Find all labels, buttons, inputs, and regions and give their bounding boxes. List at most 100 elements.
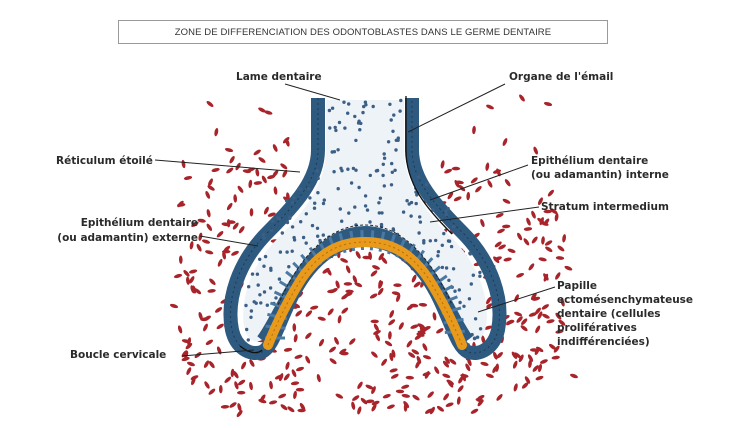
mesenchyme-cell — [429, 406, 435, 415]
mesenchyme-cell — [208, 361, 215, 369]
reticulum-cell — [308, 196, 312, 200]
mesenchyme-cell — [237, 185, 244, 193]
reticulum-cell — [336, 187, 340, 191]
mesenchyme-cell — [545, 246, 553, 253]
reticulum-cell — [322, 198, 326, 202]
label-papille-4: prolifératives — [557, 322, 637, 334]
mesenchyme-cell — [371, 351, 378, 358]
mesenchyme-cell — [280, 404, 288, 411]
mesenchyme-cell — [447, 192, 454, 200]
reticulum-cell — [440, 265, 445, 270]
mesenchyme-cell — [539, 359, 548, 364]
mesenchyme-cell — [495, 213, 504, 218]
enamel-organ — [223, 96, 507, 360]
mesenchyme-cell — [370, 270, 378, 277]
mesenchyme-cell — [293, 390, 297, 400]
mesenchyme-cell — [216, 231, 224, 238]
reticulum-cell — [354, 223, 358, 227]
mesenchyme-cell — [472, 125, 476, 135]
mesenchyme-cell — [233, 194, 238, 203]
mesenchyme-cell — [377, 287, 384, 296]
mesenchyme-cell — [335, 393, 344, 399]
mesenchyme-cell — [238, 226, 245, 234]
mesenchyme-cell — [422, 343, 428, 351]
reticulum-cell — [467, 297, 472, 301]
reticulum-cell — [347, 211, 351, 215]
mesenchyme-cell — [541, 236, 545, 245]
reticulum-cell — [261, 232, 266, 237]
mesenchyme-cell — [230, 368, 235, 378]
label-boucle-cervicale: Boucle cervicale — [70, 349, 167, 361]
mesenchyme-cell — [524, 376, 531, 384]
reticulum-cell — [262, 290, 267, 294]
mesenchyme-cell — [521, 382, 529, 389]
reticulum-cell — [268, 286, 273, 290]
mesenchyme-cell — [406, 340, 413, 348]
reticulum-cell — [285, 250, 289, 254]
mesenchyme-cell — [229, 402, 237, 408]
reticulum-cell — [416, 175, 420, 179]
reticulum-cell — [478, 270, 482, 275]
reticulum-cell — [371, 104, 375, 109]
mesenchyme-cell — [293, 334, 298, 343]
reticulum-cell — [405, 199, 409, 203]
mesenchyme-cell — [480, 219, 485, 227]
reticulum-cell — [407, 202, 411, 206]
mesenchyme-cell — [405, 375, 414, 380]
mesenchyme-cell — [535, 375, 544, 381]
mesenchyme-cell — [512, 360, 518, 369]
reticulum-cell — [338, 207, 342, 211]
mesenchyme-cell — [334, 337, 339, 345]
reticulum-cell — [262, 264, 266, 268]
reticulum-cell — [292, 196, 296, 200]
mesenchyme-cell — [381, 256, 388, 264]
reticulum-cell — [301, 235, 306, 240]
mesenchyme-cell — [401, 384, 410, 389]
mesenchyme-cell — [261, 175, 267, 184]
reticulum-cell — [379, 222, 384, 227]
mesenchyme-cell — [467, 358, 472, 366]
reticulum-cell — [244, 303, 248, 308]
reticulum-cell — [280, 231, 284, 235]
mesenchyme-cell — [285, 361, 290, 370]
mesenchyme-cell — [480, 361, 489, 366]
mesenchyme-cell — [253, 149, 261, 156]
mesenchyme-cell — [378, 252, 385, 261]
mesenchyme-cell — [533, 146, 538, 155]
mesenchyme-cell — [551, 355, 560, 360]
reticulum-cell — [337, 120, 342, 125]
reticulum-cell — [336, 148, 340, 152]
mesenchyme-cell — [485, 303, 493, 309]
reticulum-cell — [396, 136, 400, 140]
mesenchyme-cell — [291, 369, 297, 378]
reticulum-cell — [418, 215, 422, 219]
mesenchyme-cell — [232, 222, 239, 230]
mesenchyme-cell — [186, 367, 192, 375]
mesenchyme-cell — [305, 355, 311, 364]
mesenchyme-cell — [181, 159, 186, 169]
mesenchyme-cell — [207, 289, 216, 293]
mesenchyme-cell — [316, 374, 321, 383]
mesenchyme-cell — [388, 331, 392, 340]
reticulum-cell — [469, 282, 473, 286]
reticulum-cell — [313, 201, 317, 205]
mesenchyme-cell — [521, 318, 528, 326]
label-reticulum-etoile: Réticulum étoilé — [56, 155, 153, 167]
mesenchyme-cell — [513, 383, 518, 392]
reticulum-cell — [394, 148, 398, 152]
mesenchyme-cell — [555, 312, 562, 320]
mesenchyme-cell — [393, 283, 402, 288]
reticulum-cell — [284, 199, 289, 203]
mesenchyme-cell — [470, 177, 478, 184]
mesenchyme-cell — [542, 313, 550, 319]
reticulum-cell — [375, 168, 380, 173]
reticulum-cell — [417, 231, 421, 235]
mesenchyme-cell — [248, 179, 253, 189]
mesenchyme-cell — [424, 408, 433, 414]
mesenchyme-cell — [282, 169, 288, 178]
mesenchyme-cell — [349, 338, 356, 345]
mesenchyme-cell — [169, 303, 179, 309]
reticulum-cell — [389, 183, 394, 187]
mesenchyme-cell — [492, 169, 502, 174]
mesenchyme-cell — [368, 251, 372, 260]
